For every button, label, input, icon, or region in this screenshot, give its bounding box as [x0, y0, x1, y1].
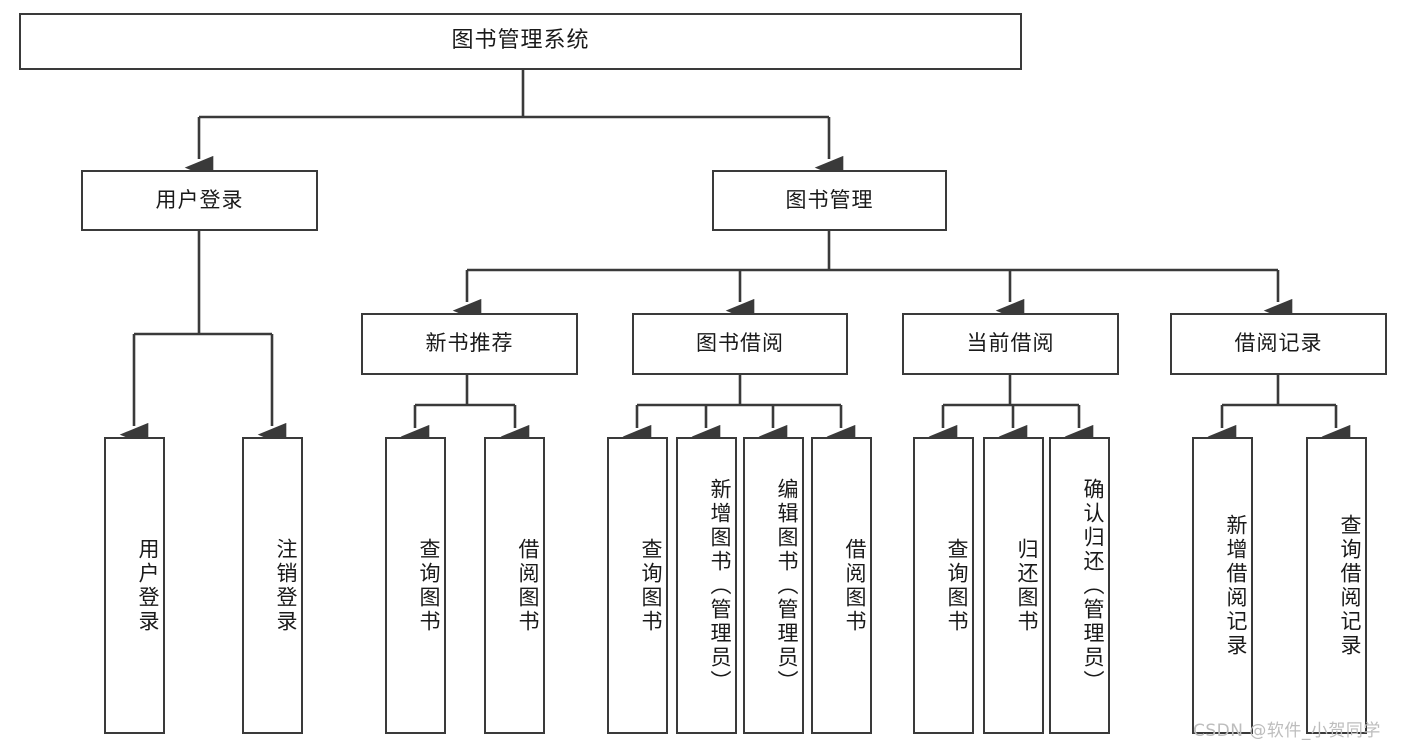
- node-leaf-user-login[interactable]: 用户登录: [104, 437, 165, 734]
- node-label: 用户登录: [136, 537, 160, 634]
- node-label: 新增图书（管理员）: [708, 477, 732, 694]
- node-current-borrow[interactable]: 当前借阅: [902, 313, 1119, 375]
- node-book-borrow[interactable]: 图书借阅: [632, 313, 848, 375]
- node-leaf-borrow-book-rec[interactable]: 借阅图书: [484, 437, 545, 734]
- node-label: 图书管理: [785, 187, 874, 212]
- csdn-watermark: CSDN @软件_小贺同学: [1193, 721, 1381, 741]
- node-label: 确认归还（管理员）: [1081, 477, 1105, 694]
- node-label: 查询图书: [945, 537, 969, 634]
- node-label: 查询图书: [639, 537, 663, 634]
- node-label: 新书推荐: [425, 331, 514, 356]
- node-leaf-add-record[interactable]: 新增借阅记录: [1192, 437, 1253, 734]
- node-root[interactable]: 图书管理系统: [19, 13, 1022, 70]
- node-label: 查询图书: [417, 537, 441, 634]
- node-leaf-query-book-cur[interactable]: 查询图书: [913, 437, 974, 734]
- node-leaf-confirm-return[interactable]: 确认归还（管理员）: [1049, 437, 1110, 734]
- node-label: 编辑图书（管理员）: [775, 477, 799, 694]
- node-leaf-query-book-borrow[interactable]: 查询图书: [607, 437, 668, 734]
- node-leaf-user-logout[interactable]: 注销登录: [242, 437, 303, 734]
- node-leaf-add-book[interactable]: 新增图书（管理员）: [676, 437, 737, 734]
- node-label: 注销登录: [274, 537, 298, 634]
- node-label: 图书借阅: [696, 331, 784, 356]
- node-leaf-borrow-book[interactable]: 借阅图书: [811, 437, 872, 734]
- node-label: 借阅图书: [516, 537, 540, 634]
- node-leaf-edit-book[interactable]: 编辑图书（管理员）: [743, 437, 804, 734]
- node-user-login[interactable]: 用户登录: [81, 170, 318, 231]
- node-book-manage[interactable]: 图书管理: [712, 170, 947, 231]
- node-leaf-query-record[interactable]: 查询借阅记录: [1306, 437, 1367, 734]
- node-label: 新增借阅记录: [1224, 513, 1248, 658]
- node-borrow-record[interactable]: 借阅记录: [1170, 313, 1387, 375]
- node-root-label: 图书管理系统: [451, 28, 590, 54]
- node-leaf-query-book-rec[interactable]: 查询图书: [385, 437, 446, 734]
- node-label: 当前借阅: [966, 331, 1055, 356]
- node-label: 借阅图书: [843, 537, 867, 634]
- node-label: 借阅记录: [1234, 331, 1323, 356]
- node-label: 用户登录: [155, 187, 244, 212]
- node-new-book-rec[interactable]: 新书推荐: [361, 313, 578, 375]
- node-label: 查询借阅记录: [1338, 513, 1362, 658]
- node-label: 归还图书: [1015, 537, 1039, 634]
- node-leaf-return-book[interactable]: 归还图书: [983, 437, 1044, 734]
